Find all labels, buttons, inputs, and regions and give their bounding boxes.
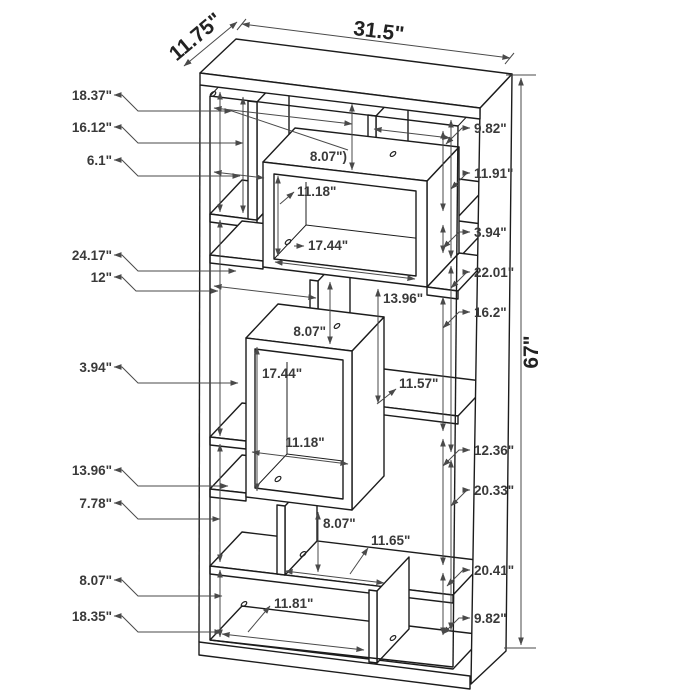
dim-label-interior-7: 11.18" [285, 435, 324, 450]
depth-dimension-line [183, 21, 238, 67]
base-front [198, 641, 471, 690]
dim-label-right-0: 9.82" [474, 121, 507, 136]
dim-label-interior-5: 17.44" [262, 366, 302, 381]
height-extension-ticks [504, 74, 536, 649]
dim-label-left-4: 12" [91, 270, 112, 285]
dim-label-right-3: 22.01" [474, 265, 514, 280]
dim-label-left-6: 13.96" [72, 463, 112, 478]
dim-label-right-6: 20.33" [474, 483, 514, 498]
dim-label-interior-6: 11.57" [399, 376, 438, 391]
dim-label-right-7: 20.41" [474, 563, 514, 578]
dim-label-interior-2: 17.44" [308, 238, 348, 253]
dim-label-left-2: 6.1" [87, 153, 112, 168]
dim-label-interior-8: 8.07" [323, 516, 356, 531]
divider-front [276, 504, 286, 576]
divider-front [368, 589, 378, 664]
dim-label-left-7: 7.78" [79, 496, 112, 511]
dim-label-right-4: 16.2" [474, 305, 507, 320]
dim-label-interior-10: 11.81" [274, 596, 313, 611]
bookcase-drawing [198, 38, 513, 690]
upper-floating-box [262, 127, 460, 288]
cam-hole-marks [209, 90, 397, 642]
dim-label-left-5: 3.94" [79, 360, 112, 375]
width-dimension-line [241, 22, 511, 60]
dim-label-interior-1: 11.18" [297, 184, 336, 199]
dim-label-right-1: 11.91" [474, 166, 513, 181]
dimension-annotations [113, 18, 536, 653]
top-panel-front [199, 72, 481, 120]
dim-label-interior-3: 13.96" [383, 291, 423, 306]
dim-label-interior-9: 11.65" [371, 533, 410, 548]
dim-label-left-3: 24.17" [72, 248, 112, 263]
width-extension-ticks [236, 18, 515, 65]
dim-label-interior-4: 8.07" [293, 324, 326, 339]
dim-label-right-2: 3.94" [474, 225, 507, 240]
overall-height-label: 67" [520, 335, 543, 368]
box-opening [273, 173, 417, 277]
cam-hole [274, 475, 282, 483]
overall-width-label: 31.5" [352, 17, 405, 46]
left-front-edge [198, 84, 201, 643]
dim-label-right-8: 9.82" [474, 611, 507, 626]
dim-label-left-8: 8.07" [79, 573, 112, 588]
dim-label-right-5: 12.36" [474, 443, 514, 458]
dim-label-left-1: 16.12" [72, 120, 112, 135]
dim-label-left-9: 18.35" [72, 609, 112, 624]
dim-label-interior-0: 8.07") [310, 149, 347, 164]
dim-label-left-0: 18.37" [72, 88, 112, 103]
